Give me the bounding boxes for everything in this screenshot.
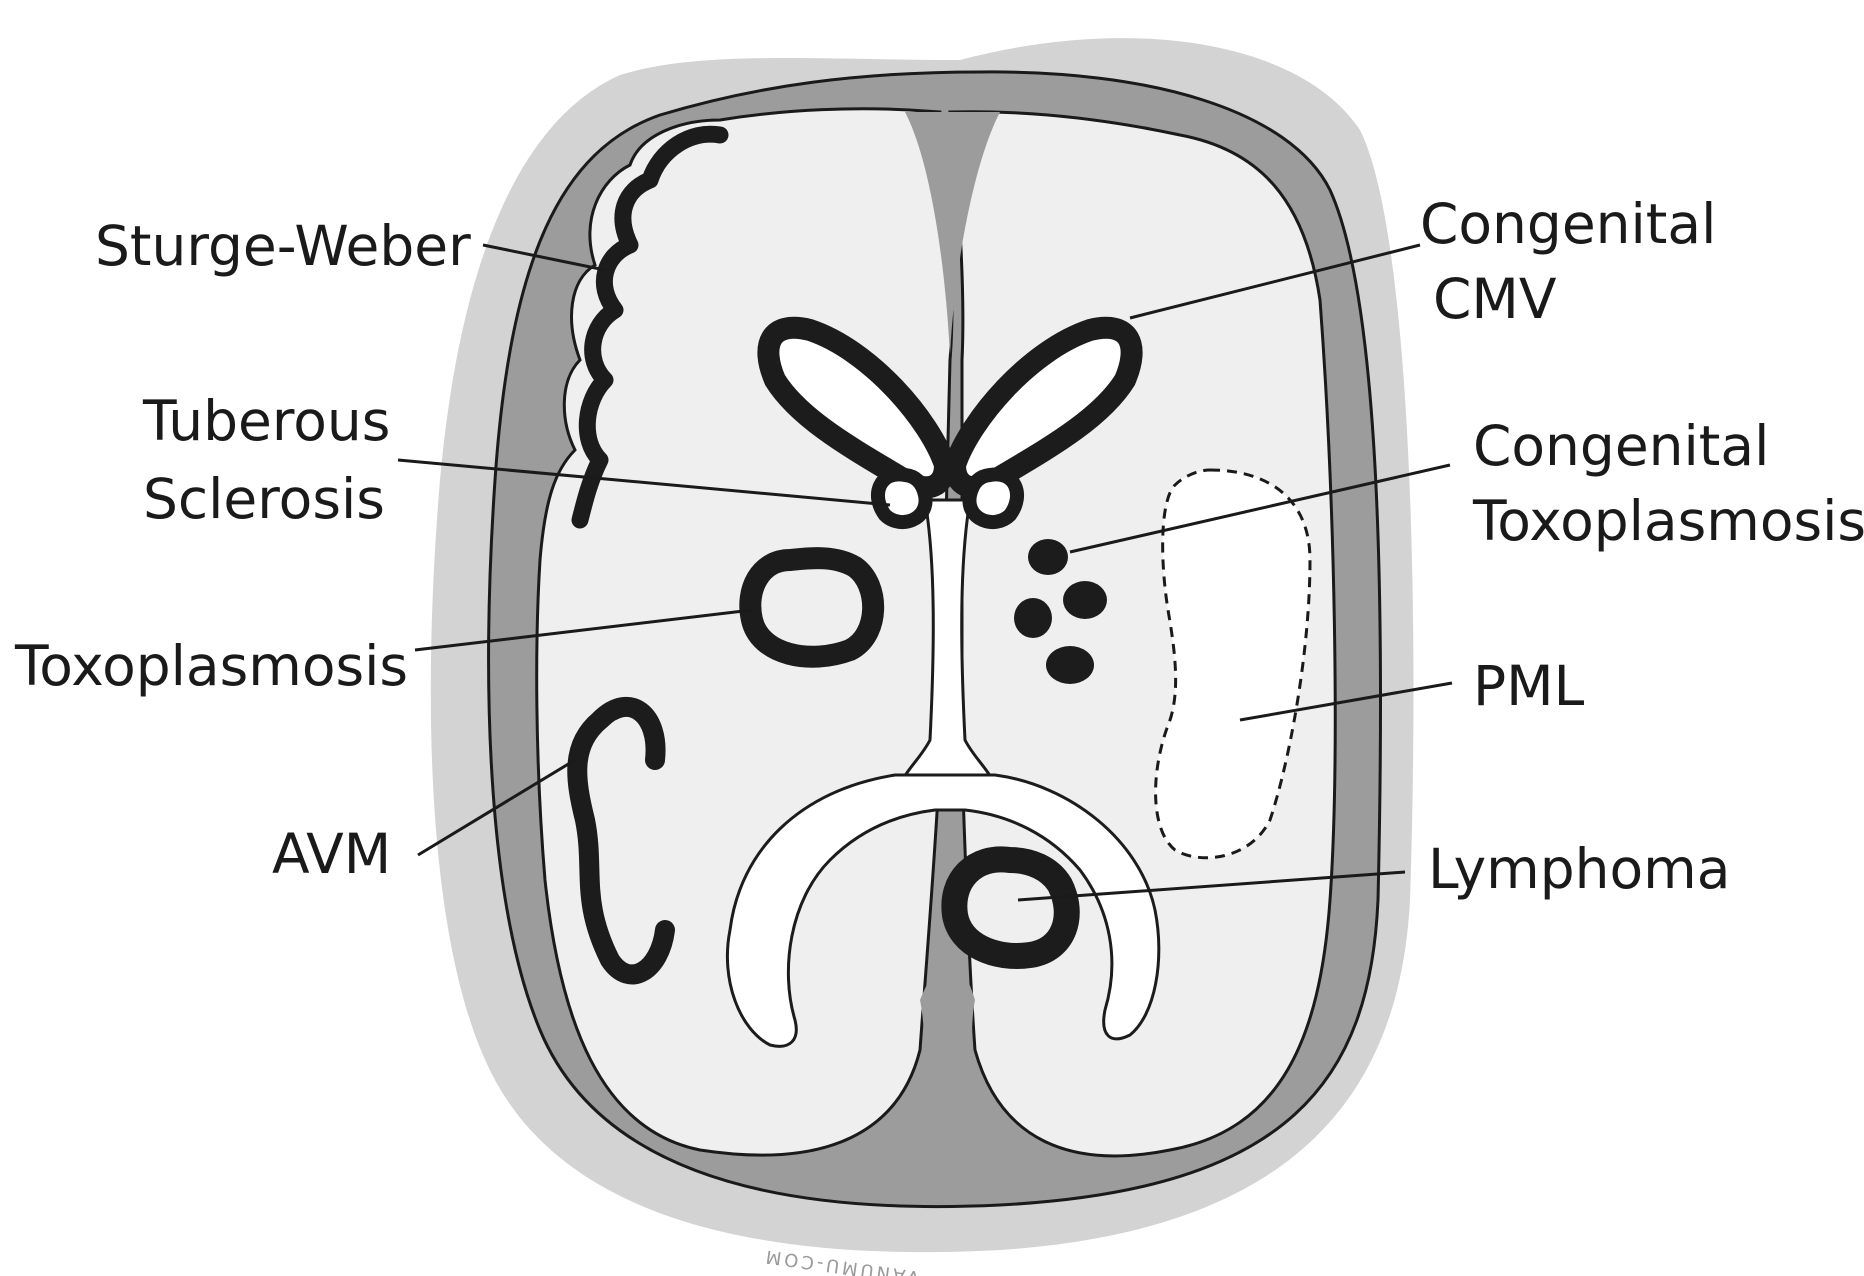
label-pml: PML <box>1473 654 1585 718</box>
label-tuberous: Tuberous <box>142 389 390 453</box>
calcification-dot <box>1014 598 1052 638</box>
label-avm: AVM <box>272 822 391 886</box>
label-congenital-toxoplasmosis-1: Congenital <box>1473 414 1769 478</box>
label-sclerosis: Sclerosis <box>143 467 385 531</box>
label-congenital-toxoplasmosis-2: Toxoplasmosis <box>1472 489 1864 553</box>
label-congenital-cmv-2: CMV <box>1433 267 1557 331</box>
calcification-dot <box>1063 581 1107 619</box>
calcification-dot <box>1046 646 1094 684</box>
toxoplasmosis-ring-lesion <box>750 558 873 657</box>
calcification-dot <box>1028 539 1068 575</box>
label-sturge-weber: Sturge-Weber <box>95 214 471 278</box>
label-lymphoma: Lymphoma <box>1428 837 1730 901</box>
label-toxoplasmosis: Toxoplasmosis <box>14 634 408 698</box>
tuberous-nodule-right <box>969 474 1017 522</box>
lymphoma-lesion <box>954 859 1066 956</box>
label-congenital-cmv-1: Congenital <box>1420 192 1716 256</box>
tuberous-nodule-left <box>878 474 926 522</box>
